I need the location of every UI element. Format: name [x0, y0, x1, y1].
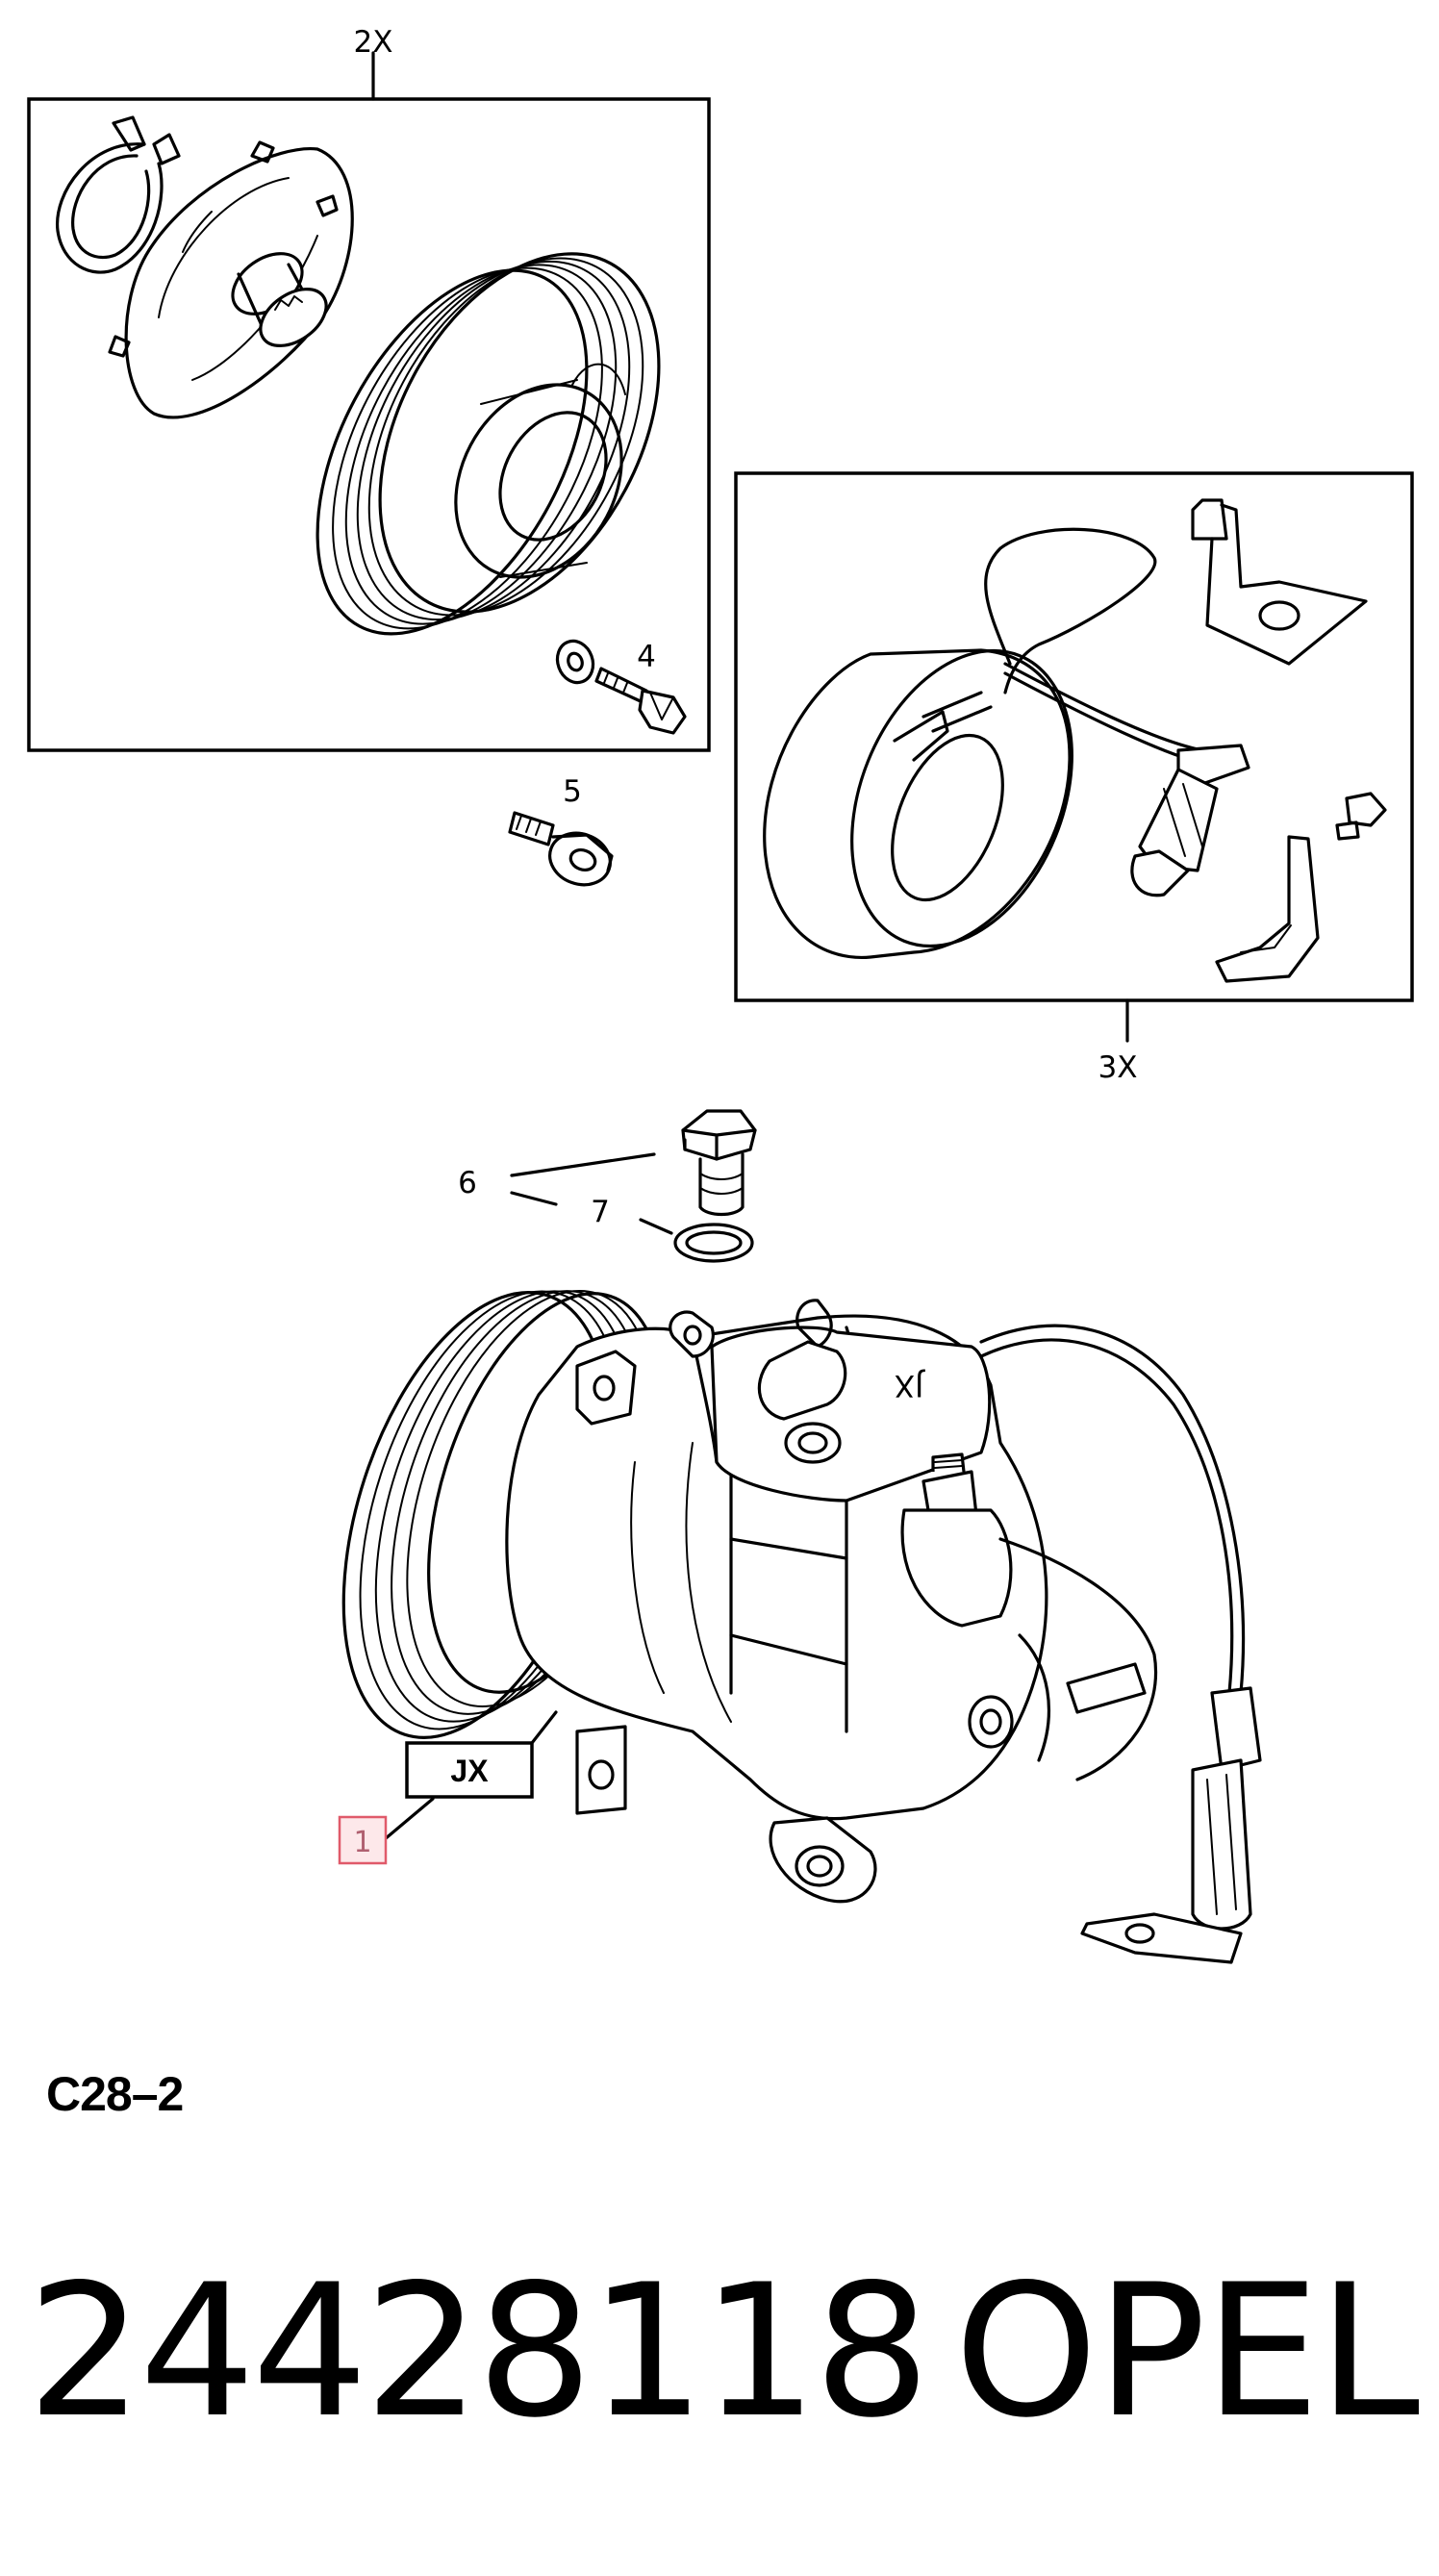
- item-6-label: 6: [458, 1166, 477, 1200]
- field-coil: [763, 648, 1073, 960]
- clutch-assembly-frame: [27, 97, 711, 752]
- pulley: [316, 252, 661, 636]
- compressor: JX: [341, 1290, 1262, 1964]
- item-4-label: 4: [637, 640, 656, 674]
- coil-wire-harness: [984, 527, 1250, 897]
- item-4-bolt: [555, 639, 687, 735]
- coil-screw: [1335, 792, 1387, 841]
- section-code: C28–2: [46, 2067, 184, 2121]
- compressor-housing-mark: JX: [895, 1368, 925, 1402]
- item-5-label: 5: [563, 774, 582, 809]
- item-1-label: 1: [353, 1826, 371, 1859]
- compressor-code-box: [405, 1741, 534, 1799]
- compressor-code-label: JX: [450, 1754, 489, 1788]
- item-7-label: 7: [591, 1195, 610, 1229]
- item-7-leader-a: [510, 1191, 558, 1206]
- item-1-leader: [383, 1797, 435, 1841]
- clutch-qty-label: 2X: [354, 25, 393, 60]
- snap-ring: [56, 115, 181, 274]
- clutch-assembly-group: 2X: [27, 25, 711, 752]
- coil-qty-label: 3X: [1098, 1050, 1138, 1085]
- part-number: 24428118: [27, 2245, 930, 2458]
- exploded-parts-diagram: 2X: [27, 25, 1414, 1964]
- coil-bracket-upper: [1191, 498, 1368, 666]
- item-7-leader-b: [639, 1218, 673, 1235]
- brand-name: OPEL: [953, 2245, 1420, 2458]
- item-5-screw: [508, 811, 614, 887]
- item-6-banjo-bolt: [681, 1109, 757, 1217]
- item-7-seal-ring: [673, 1223, 754, 1263]
- field-coil-group: 3X: [734, 471, 1414, 1085]
- clutch-hub-plate: [108, 140, 354, 419]
- field-coil-frame: [734, 471, 1414, 1002]
- compressor-code-leader: [530, 1710, 558, 1745]
- coil-bracket-lower: [1215, 835, 1320, 983]
- item-6-leader: [510, 1152, 656, 1177]
- item-1-highlight: [338, 1815, 388, 1865]
